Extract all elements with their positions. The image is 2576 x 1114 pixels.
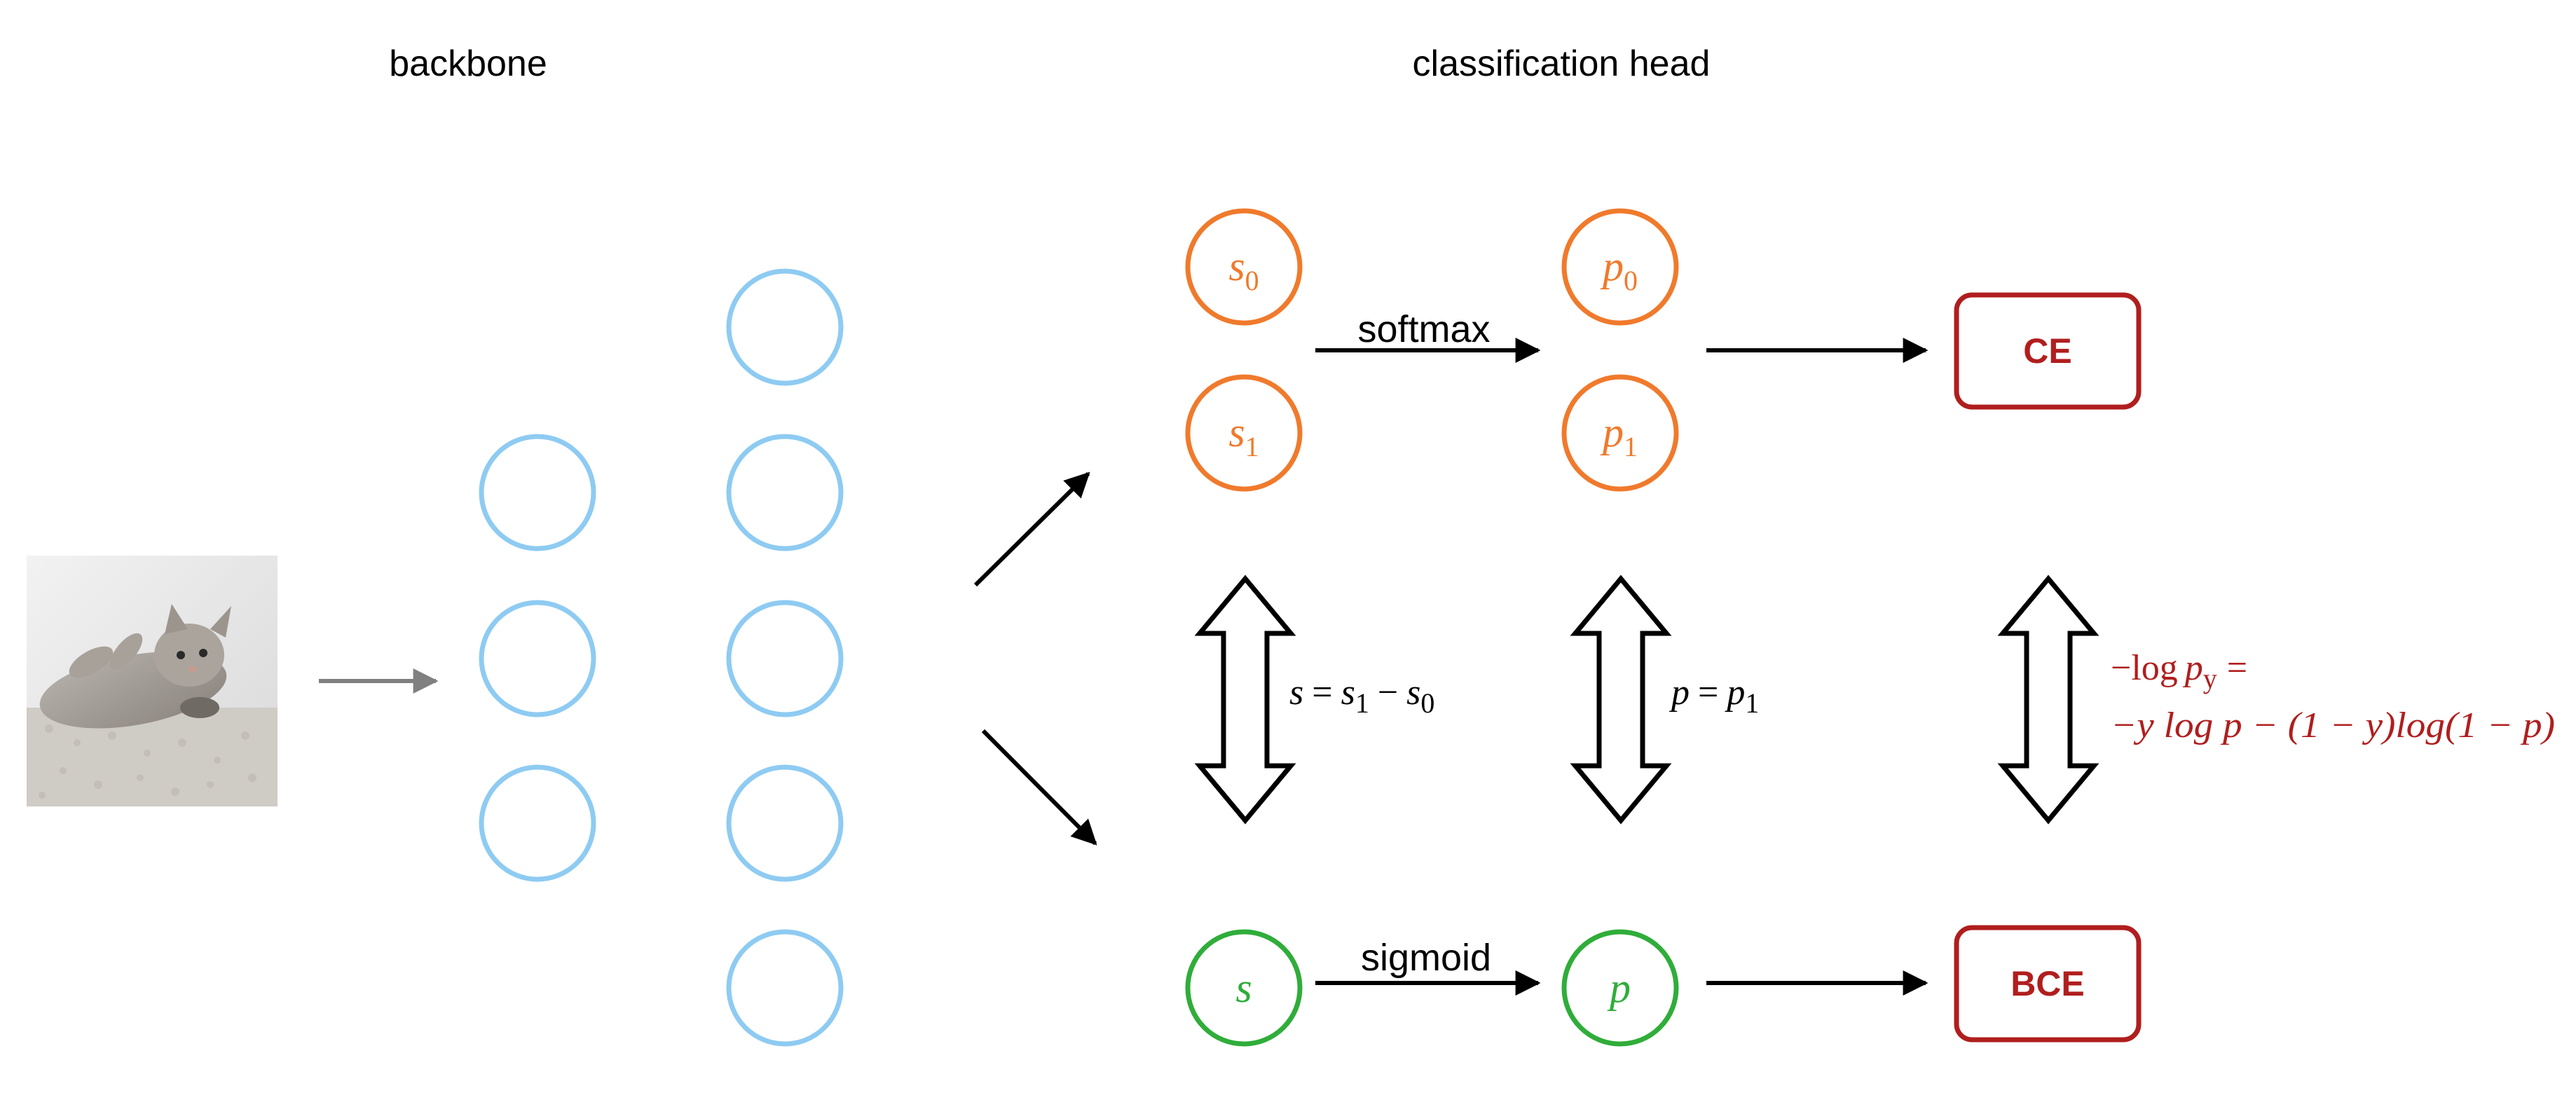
bce-label: BCE — [2010, 964, 2085, 1003]
score-equivalence-label: s=s1−s0 — [1289, 673, 1434, 719]
branch-arrow-up — [973, 472, 1090, 587]
ce-loss-box: CE — [1954, 292, 2142, 410]
backbone-node — [479, 600, 596, 717]
loss-equivalence-line-2: −y log p − (1 − y)log(1 − p) — [2111, 706, 2555, 745]
backbone-node — [479, 764, 596, 882]
prob-1-node: p1 — [1561, 374, 1679, 492]
prob-equivalence-label: p=p1 — [1669, 673, 1759, 719]
score-1-subscript: 1 — [1245, 431, 1259, 462]
svg-text:s0: s0 — [1228, 243, 1259, 296]
score-node: s — [1185, 929, 1303, 1047]
score-1-node: s1 — [1185, 374, 1303, 492]
prob-equivalence-arrow — [1570, 575, 1672, 825]
score-1-symbol: s — [1228, 409, 1245, 455]
sigmoid-label: sigmoid — [1361, 937, 1491, 979]
svg-text:p0: p0 — [1600, 243, 1638, 296]
score-symbol: s — [1235, 965, 1252, 1011]
prob-0-subscript: 0 — [1624, 265, 1638, 296]
backbone-layer-2 — [726, 268, 844, 1047]
prob-0-node: p0 — [1561, 208, 1679, 326]
prob-symbol: p — [1607, 965, 1631, 1011]
backbone-node — [726, 929, 844, 1047]
backbone-node — [726, 434, 844, 551]
branch-arrow-down — [981, 729, 1097, 846]
score-0-node: s0 — [1185, 208, 1303, 326]
loss-equivalence-arrow — [1997, 575, 2099, 825]
softmax-label: softmax — [1357, 308, 1490, 350]
backbone-title: backbone — [389, 43, 547, 84]
prob-1-symbol: p — [1600, 409, 1624, 455]
backbone-node — [726, 600, 844, 717]
backbone-node — [726, 764, 844, 882]
backbone-node — [479, 434, 596, 551]
backbone-layer-1 — [479, 434, 596, 882]
score-0-subscript: 0 — [1245, 265, 1259, 296]
prob-node: p — [1561, 929, 1679, 1047]
backbone-node — [726, 268, 844, 386]
prob-1-subscript: 1 — [1624, 431, 1638, 462]
svg-text:s1: s1 — [1228, 409, 1259, 462]
ce-label: CE — [2023, 331, 2071, 371]
svg-text:p1: p1 — [1600, 409, 1638, 462]
score-equivalence-arrow — [1194, 575, 1296, 825]
bce-loss-box: BCE — [1954, 925, 2142, 1043]
classification-head-title: classification head — [1413, 43, 1711, 84]
kitten-photo-icon — [27, 556, 278, 806]
score-0-symbol: s — [1228, 243, 1245, 289]
prob-0-symbol: p — [1600, 243, 1624, 289]
